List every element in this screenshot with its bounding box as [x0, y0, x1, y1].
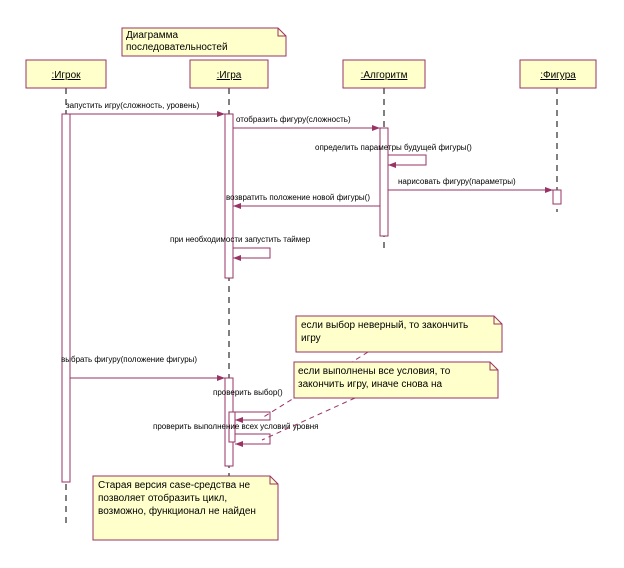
message-start-timer[interactable]: при необходимости запустить таймер	[170, 235, 311, 261]
participant-algorithm[interactable]: :Алгоритм	[342, 59, 426, 89]
message-draw-figure[interactable]: нарисовать фигуру(параметры)	[388, 177, 553, 193]
activation-game-1	[224, 113, 234, 279]
message-check-conditions[interactable]: проверить выполнение всех условий уровня	[153, 422, 319, 447]
message-define-params-label: определить параметры будущей фигуры()	[315, 143, 472, 152]
participant-algorithm-label: :Алгоритм	[361, 70, 408, 81]
message-start-timer-label: при необходимости запустить таймер	[170, 235, 311, 244]
title-note[interactable]: Диаграмма последовательностей	[121, 27, 287, 57]
message-start-game-label: запустить игру(сложность, уровень)	[66, 101, 200, 110]
activation-figure	[552, 189, 562, 205]
participant-figure-label: :Фигура	[540, 70, 576, 81]
message-check-conditions-label: проверить выполнение всех условий уровня	[153, 422, 319, 431]
message-check-choice-label: проверить выбор()	[213, 388, 283, 397]
message-select-figure-label: выбрать фигуру(положение фигуры)	[61, 355, 197, 364]
title-note-line-1: Диаграмма	[126, 30, 178, 41]
message-draw-figure-label: нарисовать фигуру(параметры)	[398, 177, 516, 186]
participant-figure[interactable]: :Фигура	[519, 59, 597, 89]
note-all-conditions[interactable]: если выполнены все условия, то закончить…	[293, 361, 499, 399]
message-select-figure[interactable]: выбрать фигуру(положение фигуры)	[61, 355, 225, 381]
participant-game[interactable]: :Игра	[189, 59, 269, 89]
note-wrong-choice-line-2: игру	[301, 333, 321, 344]
title-note-line-2: последовательностей	[126, 42, 228, 53]
activation-player	[61, 113, 71, 483]
note-wrong-choice-line-1: если выбор неверный, то закончить	[301, 319, 468, 331]
participant-game-label: :Игра	[217, 70, 242, 81]
note-all-conditions-line-2: закончить игру, иначе снова на	[298, 379, 442, 390]
note-legacy-tool-line-2: позволяет отобразить цикл,	[98, 492, 227, 504]
note-wrong-choice[interactable]: если выбор неверный, то закончить игру	[295, 315, 503, 353]
message-define-params[interactable]: определить параметры будущей фигуры()	[315, 143, 472, 168]
message-show-figure-label: отобразить фигуру(сложность)	[236, 115, 351, 124]
participant-player[interactable]: :Игрок	[25, 59, 107, 89]
note-legacy-tool-line-1: Старая версия case-средства не	[98, 480, 251, 491]
activation-algorithm	[379, 127, 389, 237]
note-all-conditions-line-1: если выполнены все условия, то	[298, 366, 451, 377]
note-legacy-tool[interactable]: Старая версия case-средства не позволяет…	[92, 475, 279, 541]
note-legacy-tool-line-3: возможно, функционал не найден	[98, 505, 256, 517]
message-return-position[interactable]: возвратить положение новой фигуры()	[226, 193, 380, 209]
activation-game-nested	[228, 411, 236, 443]
message-start-game[interactable]: запустить игру(сложность, уровень)	[66, 101, 225, 117]
note-all-conditions-anchor	[261, 397, 356, 441]
message-show-figure[interactable]: отобразить фигуру(сложность)	[233, 115, 380, 131]
message-return-position-label: возвратить положение новой фигуры()	[226, 193, 370, 202]
message-check-choice[interactable]: проверить выбор()	[213, 388, 283, 423]
participant-player-label: :Игрок	[51, 70, 81, 81]
